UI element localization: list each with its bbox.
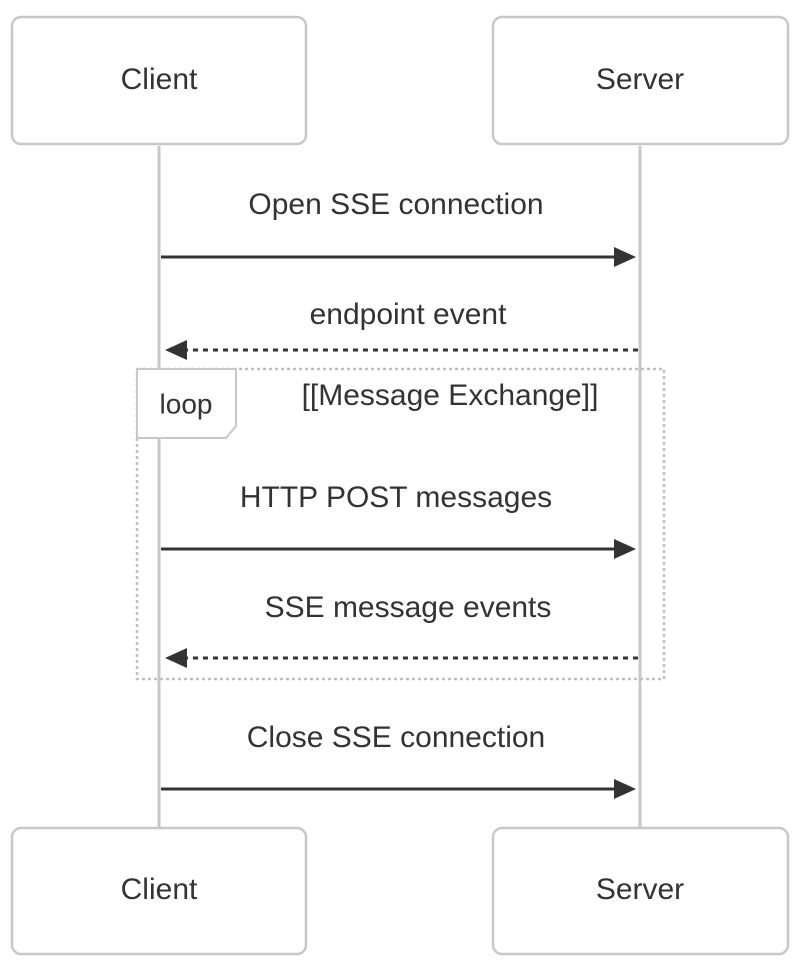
server-actor-bottom-label: Server — [596, 873, 684, 906]
message-endpoint-event-arrowhead — [165, 340, 187, 360]
loop-label-box — [136, 368, 237, 439]
client-actor-top-box — [10, 15, 308, 146]
server-actor-top-box — [491, 15, 790, 146]
loop-label: loop — [160, 388, 213, 419]
message-close-sse-arrowhead — [614, 779, 636, 799]
client-actor-bottom-box — [10, 826, 308, 956]
loop-title: [[Message Exchange]] — [302, 379, 599, 412]
message-sse-message-events-arrowhead — [165, 648, 187, 668]
message-http-post-label: HTTP POST messages — [240, 481, 552, 514]
message-open-sse: Open SSE connection — [161, 188, 636, 267]
client-actor-top-label: Client — [121, 63, 198, 96]
client-actor-bottom[interactable]: Client — [10, 826, 308, 956]
server-actor-top[interactable]: Server — [491, 15, 790, 146]
server-actor-bottom-box — [491, 826, 790, 956]
message-endpoint-event: endpoint event — [165, 298, 638, 360]
message-close-sse-label: Close SSE connection — [247, 721, 546, 754]
server-actor-bottom[interactable]: Server — [491, 826, 790, 956]
message-http-post: HTTP POST messages — [161, 481, 636, 559]
client-actor-top[interactable]: Client — [10, 15, 308, 146]
message-endpoint-event-label: endpoint event — [310, 298, 507, 331]
message-http-post-arrowhead — [614, 539, 636, 559]
message-open-sse-label: Open SSE connection — [248, 188, 543, 221]
loop-frame-border — [135, 367, 666, 681]
message-sse-message-events: SSE message events — [165, 591, 638, 668]
message-open-sse-arrowhead — [614, 247, 636, 267]
loop-frame: loop [[Message Exchange]] — [135, 367, 666, 681]
message-sse-message-events-label: SSE message events — [265, 591, 552, 624]
message-close-sse: Close SSE connection — [161, 721, 636, 799]
client-actor-bottom-label: Client — [121, 873, 198, 906]
server-actor-top-label: Server — [596, 63, 684, 96]
